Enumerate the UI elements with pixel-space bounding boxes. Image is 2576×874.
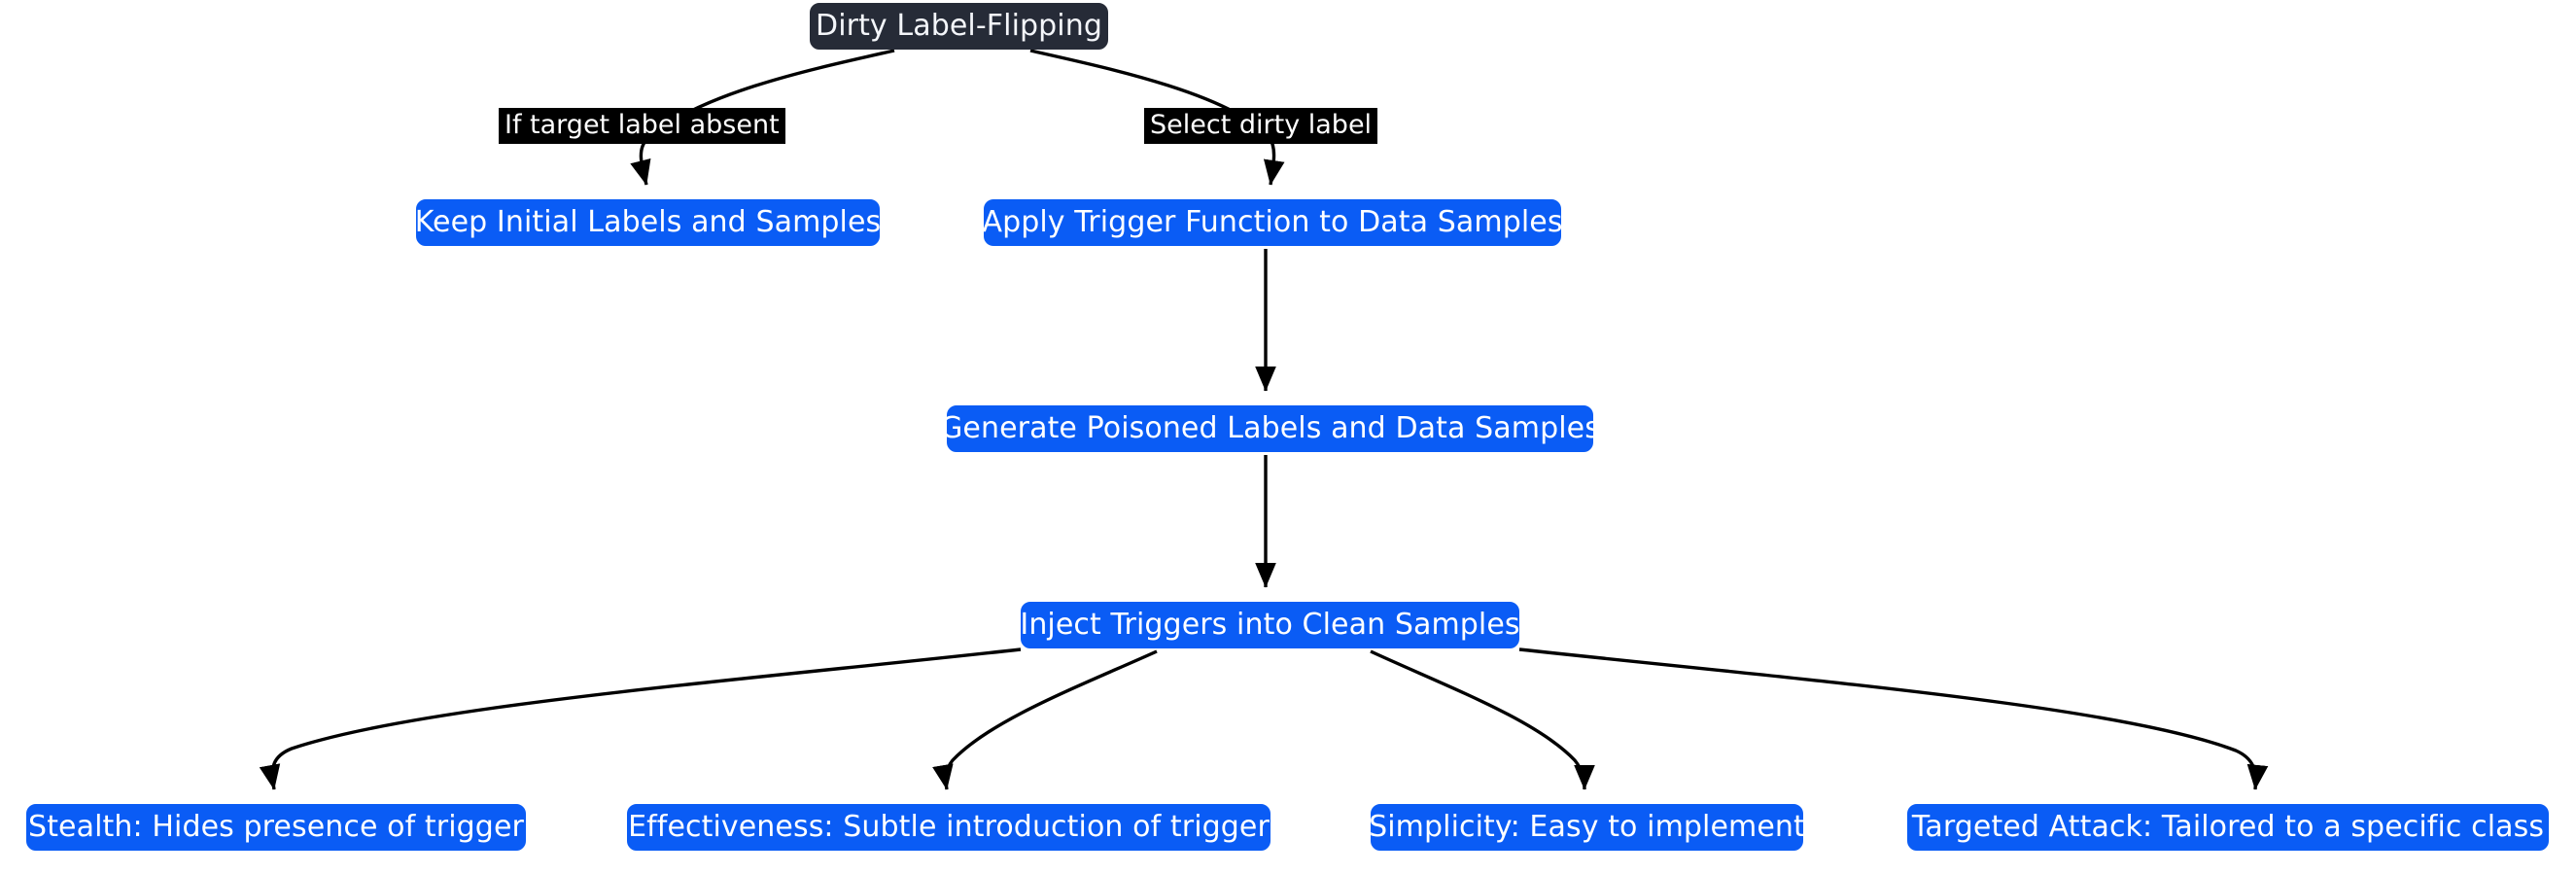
node-label: Targeted Attack: Tailored to a specific … xyxy=(1911,810,2545,844)
node-apply-trigger-function-to-data-samples[interactable]: Apply Trigger Function to Data Samples xyxy=(982,199,1563,246)
node-label: Effectiveness: Subtle introduction of tr… xyxy=(628,810,1270,844)
edge-label-if-target-label-absent: If target label absent xyxy=(499,108,785,144)
edge-label-select-dirty-label: Select dirty label xyxy=(1144,108,1378,144)
node-label: Dirty Label-Flipping xyxy=(816,9,1102,43)
node-keep-initial-labels-and-samples[interactable]: Keep Initial Labels and Samples xyxy=(414,199,882,246)
node-dirty-label-flipping[interactable]: Dirty Label-Flipping xyxy=(810,3,1108,50)
edge-inject-to-targeted xyxy=(1518,647,2269,790)
edge-inject-to-effectiveness xyxy=(932,649,1158,790)
node-targeted-attack[interactable]: Targeted Attack: Tailored to a specific … xyxy=(1907,804,2549,851)
node-label: Generate Poisoned Labels and Data Sample… xyxy=(940,411,1600,445)
node-label: Simplicity: Easy to implement xyxy=(1369,810,1805,844)
node-stealth[interactable]: Stealth: Hides presence of trigger xyxy=(26,804,526,851)
node-simplicity[interactable]: Simplicity: Easy to implement xyxy=(1369,804,1805,851)
node-label: Apply Trigger Function to Data Samples xyxy=(982,205,1563,239)
node-generate-poisoned-labels-and-data-samples[interactable]: Generate Poisoned Labels and Data Sample… xyxy=(940,405,1600,452)
node-label: Keep Initial Labels and Samples xyxy=(414,205,882,239)
node-label: Stealth: Hides presence of trigger xyxy=(28,810,524,844)
edge-inject-to-stealth xyxy=(259,647,1022,790)
node-label: Inject Triggers into Clean Samples xyxy=(1020,608,1520,642)
edge-inject-to-simplicity xyxy=(1370,649,1595,790)
node-effectiveness[interactable]: Effectiveness: Subtle introduction of tr… xyxy=(627,804,1271,851)
node-inject-triggers-into-clean-samples[interactable]: Inject Triggers into Clean Samples xyxy=(1020,602,1520,648)
